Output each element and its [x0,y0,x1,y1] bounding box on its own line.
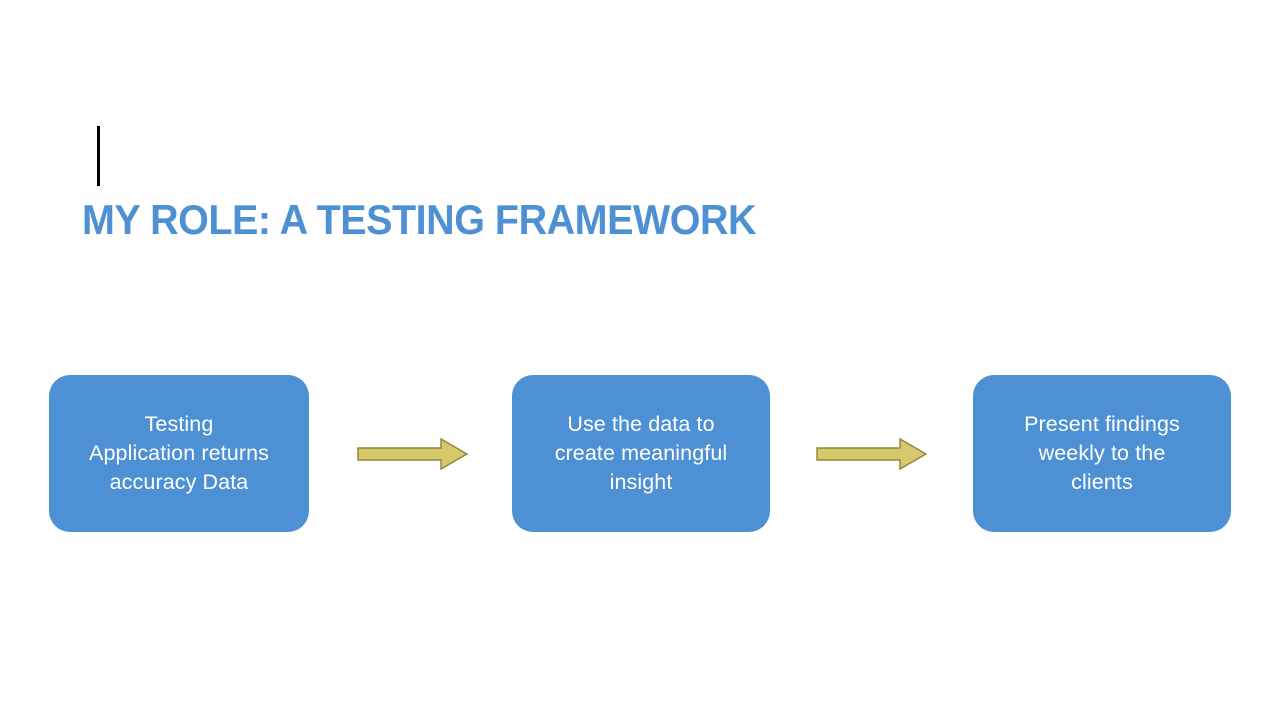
page-title: MY ROLE: A TESTING FRAMEWORK [82,196,757,243]
flow-step-2[interactable]: Use the data to create meaningful insigh… [512,375,770,532]
text-cursor-icon [97,126,100,186]
flow-step-2-label: Use the data to create meaningful insigh… [554,412,728,494]
flow-step-3[interactable]: Present findings weekly to the clients [973,375,1231,532]
flow-arrow-right-icon-1 [357,437,469,471]
flow-step-1-label: Testing Application returns accuracy Dat… [89,412,269,494]
flow-step-3-label: Present findings weekly to the clients [1024,412,1180,494]
flow-step-1[interactable]: Testing Application returns accuracy Dat… [49,375,309,532]
flow-arrow-right-icon-2 [816,437,928,471]
process-flow-diagram: Testing Application returns accuracy Dat… [0,375,1280,533]
